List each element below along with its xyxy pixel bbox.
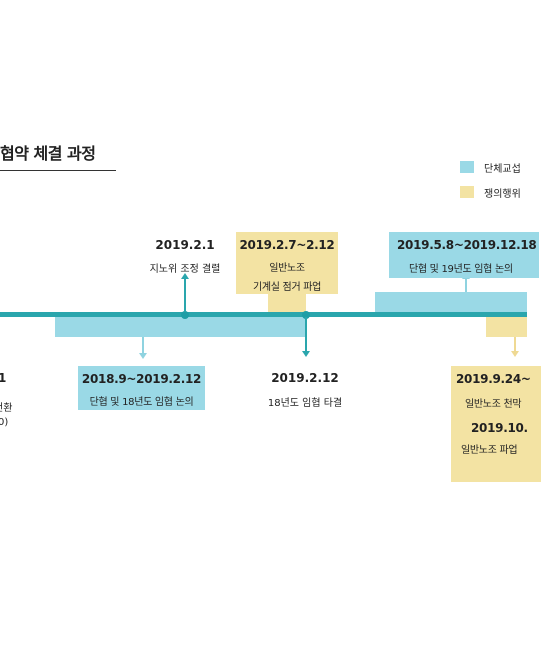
event-line1-2019-9-24: 일반노조 천막 bbox=[465, 399, 522, 410]
connector-2019-2-1 bbox=[184, 279, 186, 311]
left-cut-line2: 0) bbox=[0, 417, 9, 428]
event-box-2019-9-24: 2019.9.24~ 일반노조 천막 2019.10. 일반노조 파업 bbox=[451, 366, 541, 482]
timeline-axis bbox=[0, 312, 527, 317]
connector-2019-9-24 bbox=[514, 337, 516, 351]
strike-bar-sep bbox=[486, 317, 527, 337]
arrow-down-icon bbox=[511, 351, 519, 357]
legend-swatch-bargaining bbox=[460, 161, 474, 173]
event-date-2019-9-24: 2019.9.24~ bbox=[456, 372, 531, 386]
event-desc-2019-2-1: 지노위 조정 결렬 bbox=[149, 264, 221, 275]
event-line1-2019-2-7: 일반노조 bbox=[269, 263, 305, 274]
arrow-down-icon bbox=[139, 353, 147, 359]
event-date2-2019-9-24: 2019.10. bbox=[471, 421, 528, 435]
event-date-2019-5-8: 2019.5.8~2019.12.18 bbox=[397, 238, 537, 252]
arrow-down-icon bbox=[302, 351, 310, 357]
strike-bar-feb bbox=[268, 292, 306, 312]
event-line2-2019-2-7: 기계실 점거 파업 bbox=[252, 282, 322, 293]
bargaining-bar-2019 bbox=[375, 292, 527, 312]
timeline-node-2019-2-12 bbox=[302, 311, 310, 319]
event-date-2019-2-7: 2019.2.7~2.12 bbox=[239, 238, 335, 252]
event-box-2019-2-7: 2019.2.7~2.12 일반노조 기계실 점거 파업 bbox=[236, 232, 338, 294]
connector-2018-9 bbox=[142, 337, 144, 353]
arrow-up-icon bbox=[181, 273, 189, 279]
bargaining-bar-2018 bbox=[55, 317, 307, 337]
connector-2019-5-8-pointer bbox=[465, 279, 467, 292]
event-line2-2019-9-24: 일반노조 파업 bbox=[461, 445, 518, 456]
event-box-2018-9: 2018.9~2019.2.12 단협 및 18년도 임협 논의 bbox=[78, 366, 205, 410]
legend-label-bargaining: 단체교섭 bbox=[484, 164, 521, 175]
event-date-2019-2-1: 2019.2.1 bbox=[155, 238, 215, 252]
left-cut-date: 1 bbox=[0, 371, 7, 385]
event-desc-2019-5-8: 단협 및 19년도 임협 논의 bbox=[409, 264, 513, 275]
legend-swatch-industrial-action bbox=[460, 186, 474, 198]
title-underline bbox=[0, 170, 116, 171]
left-cut-line1: 전환 bbox=[0, 403, 13, 414]
event-date-2018-9: 2018.9~2019.2.12 bbox=[81, 372, 202, 386]
event-date-2019-2-12: 2019.2.12 bbox=[271, 371, 339, 385]
event-box-2019-5-8: 2019.5.8~2019.12.18 단협 및 19년도 임협 논의 bbox=[389, 232, 539, 278]
connector-2019-2-12 bbox=[305, 317, 307, 351]
timeline-node-2019-2-1 bbox=[181, 311, 189, 319]
legend-label-industrial-action: 쟁의행위 bbox=[484, 189, 521, 200]
event-desc-2018-9: 단협 및 18년도 임협 논의 bbox=[89, 397, 194, 408]
event-desc-2019-2-12: 18년도 임협 타결 bbox=[267, 398, 343, 409]
page-title: 협약 체결 과정 bbox=[0, 144, 96, 163]
